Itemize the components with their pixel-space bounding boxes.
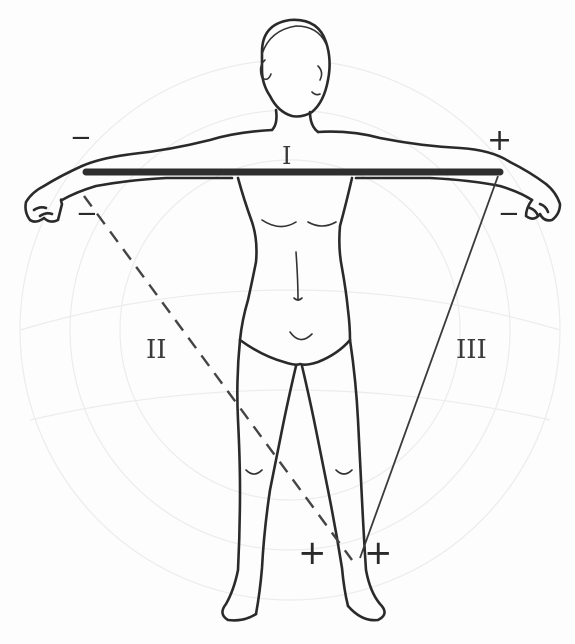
right-arm-bottom-sign: − [76, 199, 98, 229]
right-hand [26, 186, 63, 222]
background-arcs [20, 60, 560, 600]
left-arm-top-sign: + [487, 123, 512, 158]
left-knee-detail [336, 470, 352, 474]
lead-lines [84, 172, 500, 560]
abdomen-detail [296, 252, 298, 300]
groin-outline [240, 340, 350, 365]
lead-i-label: I [282, 142, 291, 170]
right-knee-detail [246, 470, 262, 474]
chest-detail [262, 220, 336, 227]
lead-iii-label: III [456, 335, 487, 365]
leg-left-sign: + [298, 533, 327, 573]
right-arm-top-sign: − [70, 123, 92, 153]
lead-ii-label: II [146, 335, 167, 365]
left-leg-outer [348, 340, 385, 620]
leg-right-sign: + [364, 533, 393, 573]
torso-right-side [339, 178, 352, 340]
left-arm-bottom-sign: − [498, 199, 520, 229]
human-figure [26, 20, 561, 621]
polarity-symbols: − − + − + + [70, 123, 520, 573]
left-arm-lower-outline [356, 178, 532, 200]
torso-left-side [238, 178, 257, 340]
right-leg-inner [256, 366, 296, 614]
lead-ii-line [84, 196, 352, 560]
pelvis-detail [290, 332, 312, 340]
left-hand [526, 184, 560, 220]
right-leg-outer [222, 340, 256, 620]
